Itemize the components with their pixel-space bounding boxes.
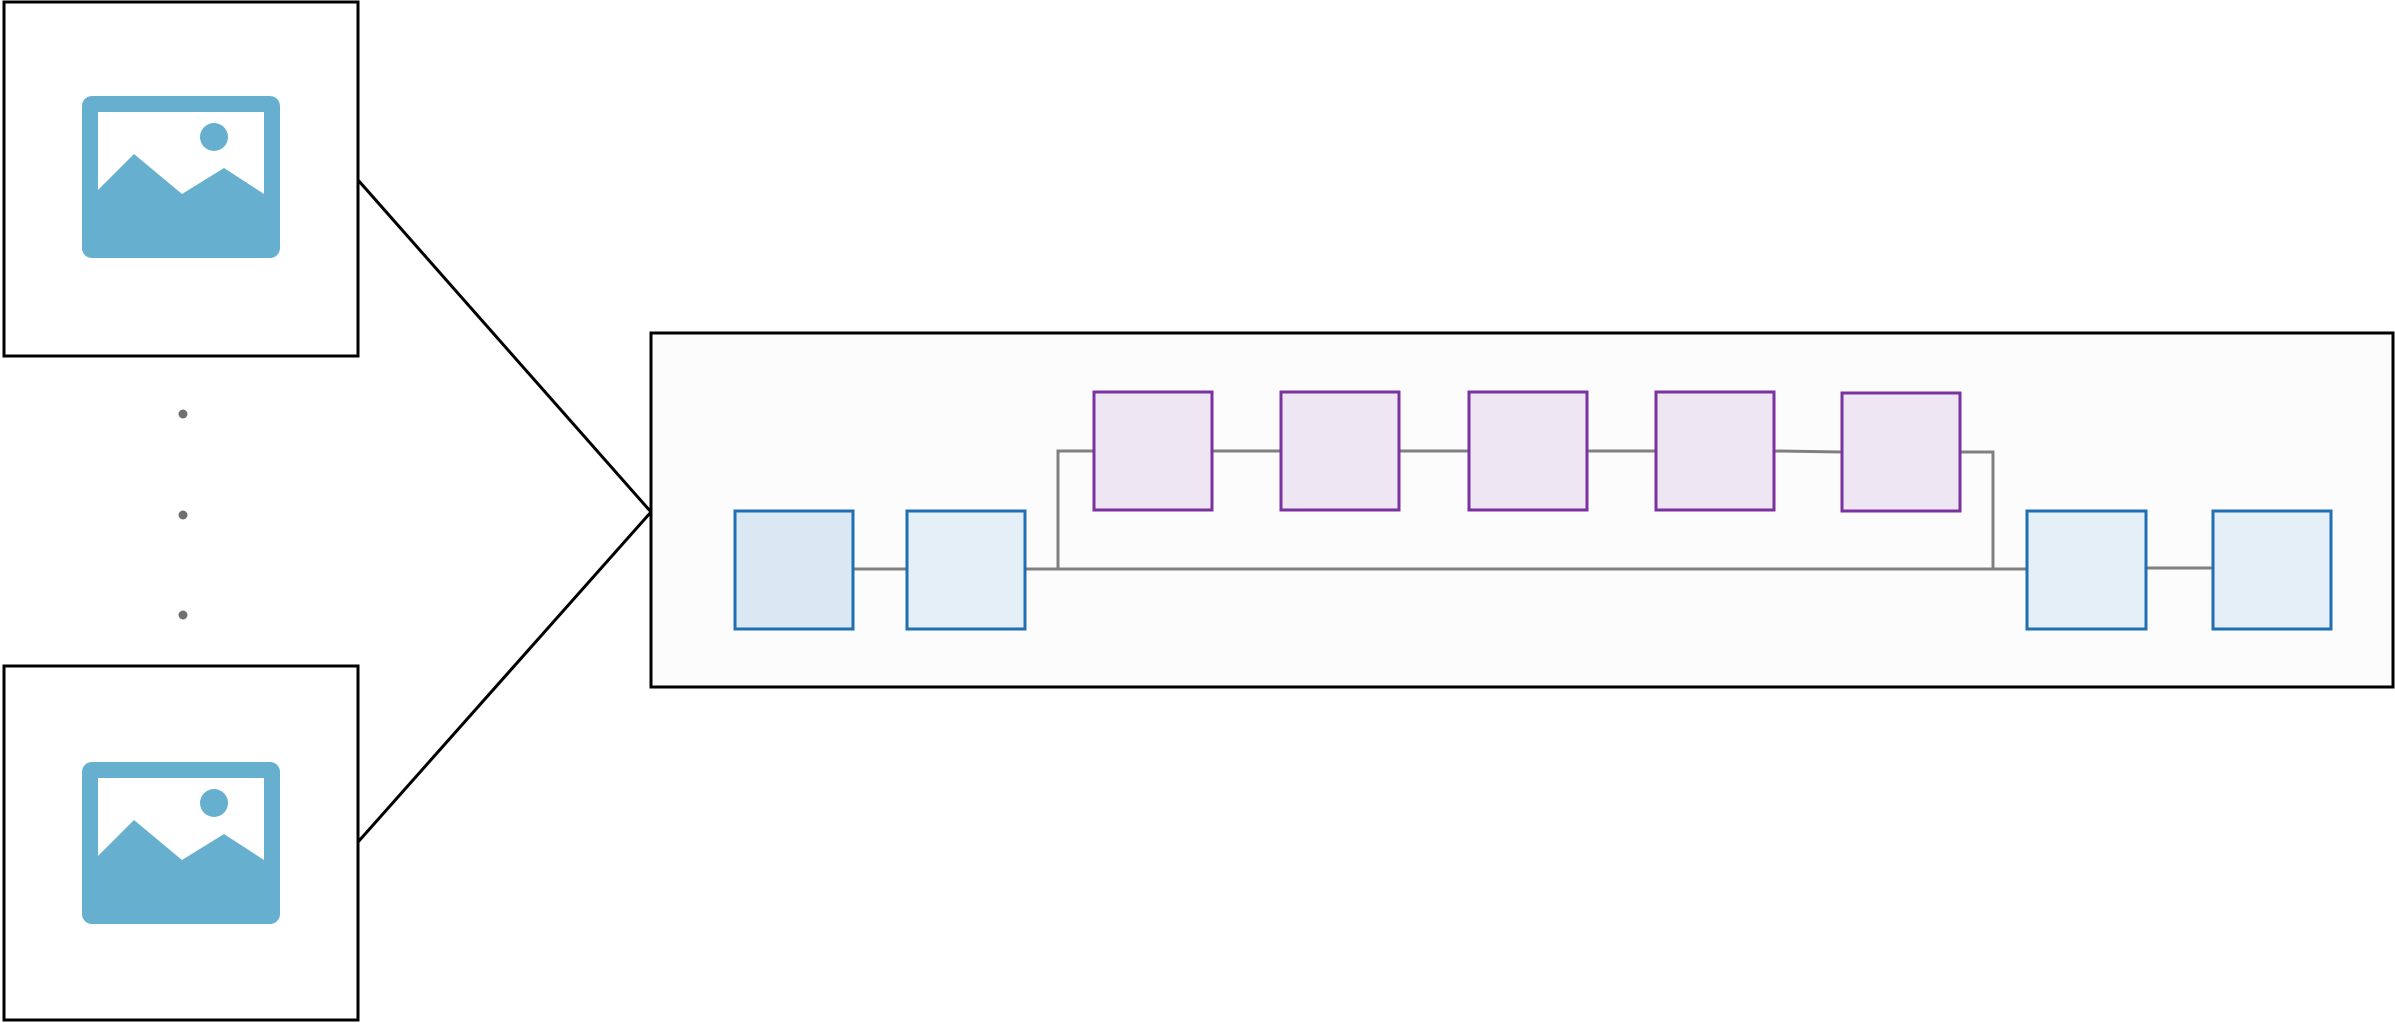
input-connector-bottom	[356, 511, 653, 843]
branch-block-4	[1654, 390, 1776, 512]
main-block-3	[2025, 509, 2148, 631]
branch-block-3	[1467, 390, 1589, 512]
branch-block-1	[1092, 390, 1214, 512]
input-connector-top	[356, 179, 653, 513]
ellipsis-dot	[178, 610, 188, 620]
branch-block-5	[1840, 391, 1962, 513]
ellipsis-dot	[178, 409, 188, 419]
main-block-2	[905, 509, 1027, 631]
main-path-connectors	[853, 566, 2213, 571]
main-block-4	[2211, 509, 2333, 631]
ellipsis-dot	[178, 510, 188, 520]
image-icon	[82, 762, 280, 924]
branch-connectors	[1056, 449, 1995, 569]
image-icon	[82, 96, 280, 258]
main-block-1	[733, 509, 855, 631]
branch-block-2	[1279, 390, 1401, 512]
